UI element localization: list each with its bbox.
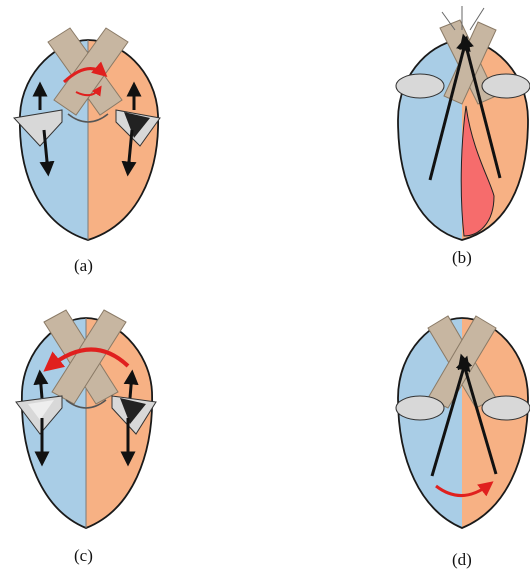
panel-d-heart <box>396 316 530 528</box>
caption-panel-d: (d) <box>452 550 472 570</box>
caption-panel-c: (c) <box>74 546 93 566</box>
panel-b-heart <box>396 6 530 240</box>
panel-c-heart <box>16 310 156 528</box>
flow-arrow-left-up <box>40 374 42 398</box>
right-valve-ring <box>482 74 530 98</box>
caption-panel-a: (a) <box>74 256 93 276</box>
right-valve-ring <box>482 396 530 420</box>
left-valve-ring <box>396 74 444 98</box>
panel-a-heart <box>14 28 160 240</box>
left-valve-ring <box>396 396 444 420</box>
left-ventricle-half <box>398 40 462 240</box>
caption-panel-b: (b) <box>452 248 472 268</box>
flow-arrow-right-up <box>130 374 132 398</box>
